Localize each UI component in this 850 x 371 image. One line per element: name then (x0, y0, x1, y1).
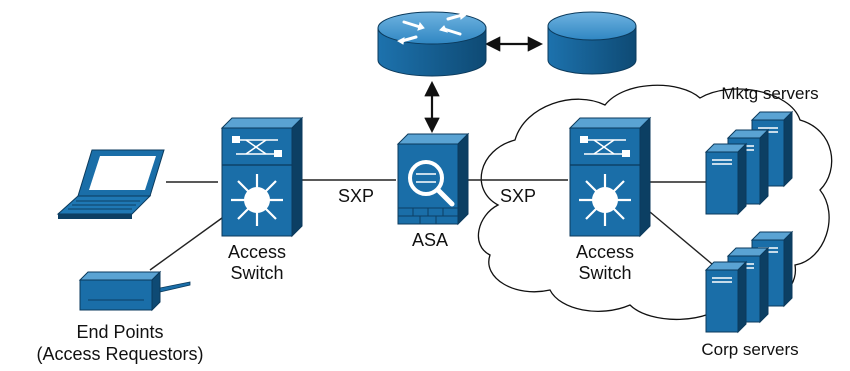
server-tower-icon (704, 260, 748, 334)
corp-servers-label: Corp servers (701, 340, 799, 359)
sxp-left-label: SXP (337, 186, 375, 206)
sxp-right-label: SXP (499, 186, 537, 206)
database-icon (547, 11, 637, 75)
asa-firewall-icon (396, 132, 470, 226)
mktg-servers-label: Mktg servers (721, 84, 819, 103)
server-tower-icon (704, 142, 748, 216)
printer-icon (78, 270, 191, 312)
link-printer-switch (149, 217, 223, 271)
link-switch-corp (649, 211, 713, 265)
endpoints-label-line2: (Access Requestors) (36, 344, 204, 364)
laptop-icon (56, 149, 165, 219)
endpoints-label-line1: End Points (76, 322, 164, 342)
right-switch-label-line2: Switch (578, 263, 632, 283)
left-switch-icon (220, 116, 304, 238)
mktg-servers-icon (704, 110, 794, 216)
router-icon (377, 11, 487, 77)
left-switch-label-line2: Switch (230, 263, 284, 283)
links (149, 36, 713, 271)
right-switch-icon (568, 116, 652, 238)
corp-servers-icon (704, 230, 794, 334)
left-switch-label-line1: Access (227, 242, 287, 262)
asa-label: ASA (411, 230, 449, 250)
right-switch-label-line1: Access (575, 242, 635, 262)
